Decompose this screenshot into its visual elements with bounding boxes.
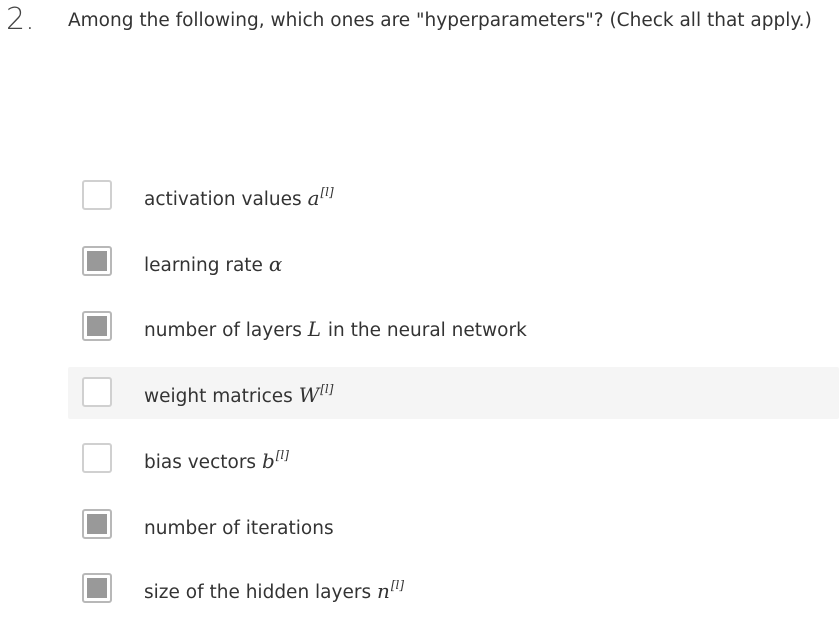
math-superscript: [l]	[320, 185, 334, 199]
option-label: learning rate α	[144, 245, 283, 279]
question-number: 2.	[6, 2, 35, 37]
math-symbol: b	[261, 449, 275, 473]
option-hidden-layer-size[interactable]: size of the hidden layers n[l]	[68, 563, 839, 615]
option-text: bias vectors	[144, 452, 262, 473]
math-superscript: [l]	[275, 448, 289, 462]
option-activation-values[interactable]: activation values a[l]	[68, 170, 839, 222]
checkbox[interactable]	[82, 443, 112, 473]
checkbox[interactable]	[82, 377, 112, 407]
math-symbol: a	[307, 186, 320, 210]
option-label: activation values a[l]	[144, 179, 334, 213]
checkbox[interactable]	[82, 180, 112, 210]
option-text: number of layers	[144, 320, 308, 341]
option-weight-matrices[interactable]: weight matrices W[l]	[68, 367, 839, 419]
option-bias-vectors[interactable]: bias vectors b[l]	[68, 433, 839, 485]
option-suffix: in the neural network	[322, 320, 527, 341]
math-symbol: L	[307, 317, 322, 341]
option-number-of-iterations[interactable]: number of iterations	[68, 499, 839, 551]
option-learning-rate[interactable]: learning rate α	[68, 236, 839, 288]
checkbox[interactable]	[82, 311, 112, 341]
option-text: weight matrices	[144, 386, 299, 407]
question-text: Among the following, which ones are "hyp…	[68, 10, 812, 31]
option-label: size of the hidden layers n[l]	[144, 572, 404, 606]
math-symbol: n	[376, 579, 390, 603]
checkbox[interactable]	[82, 509, 112, 539]
option-text: number of iterations	[144, 518, 334, 539]
math-superscript: [l]	[320, 382, 334, 396]
option-label: bias vectors b[l]	[144, 442, 289, 476]
option-label: number of iterations	[144, 508, 335, 542]
checkbox[interactable]	[82, 246, 112, 276]
math-superscript: [l]	[390, 578, 405, 592]
math-symbol: α	[268, 252, 283, 276]
math-symbol: W	[298, 383, 320, 407]
option-label: number of layers L in the neural network	[144, 310, 527, 344]
option-text: learning rate	[144, 255, 269, 276]
option-number-of-layers[interactable]: number of layers L in the neural network	[68, 301, 839, 353]
option-text: activation values	[144, 189, 308, 210]
option-text: size of the hidden layers	[144, 582, 377, 603]
option-label: weight matrices W[l]	[144, 376, 333, 410]
checkbox[interactable]	[82, 573, 112, 603]
